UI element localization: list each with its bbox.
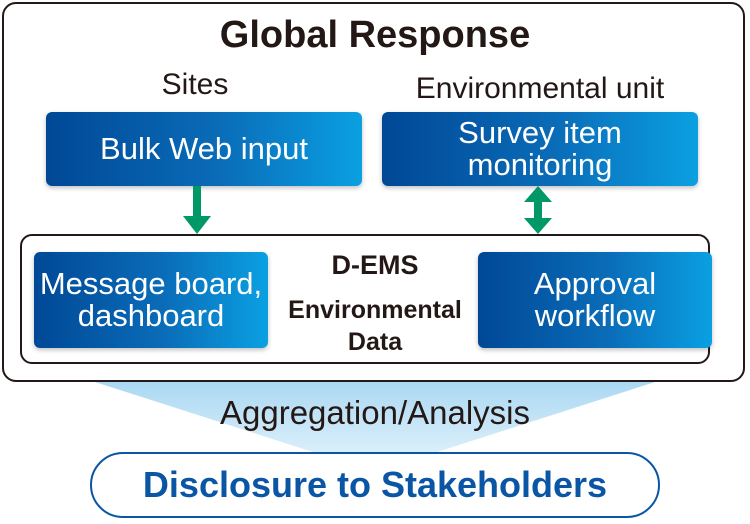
aggregation-label: Aggregation/Analysis [219, 394, 531, 431]
survey-box-line2: monitoring [467, 147, 613, 182]
approval-line2: workflow [534, 298, 656, 333]
environmental-data-line1: Environmental [288, 296, 462, 324]
approval-workflow-box: Approval workflow [478, 252, 712, 348]
d-ems-title: D-EMS [331, 250, 419, 280]
disclosure-text: Disclosure to Stakeholders [142, 464, 608, 505]
environmental-data-label: Environmental Data [268, 294, 482, 358]
bulk-web-input-box: Bulk Web input [46, 112, 362, 186]
sites-label: Sites [161, 68, 229, 101]
message-board-line2: dashboard [77, 298, 225, 333]
environmental-unit-label: Environmental unit [415, 72, 665, 105]
bidirectional-arrow-icon [524, 186, 552, 234]
bulk-web-input-text: Bulk Web input [100, 131, 308, 166]
approval-line1: Approval [533, 266, 657, 301]
down-arrow-icon [183, 186, 211, 234]
survey-item-monitoring-box: Survey item monitoring [382, 112, 698, 186]
message-board-box: Message board, dashboard [34, 252, 268, 348]
survey-box-line1: Survey item [458, 115, 622, 150]
environmental-data-line2: Data [347, 328, 403, 356]
message-board-line1: Message board, [39, 266, 263, 301]
disclosure-box: Disclosure to Stakeholders [90, 452, 660, 518]
diagram-title: Global Response [219, 14, 531, 56]
